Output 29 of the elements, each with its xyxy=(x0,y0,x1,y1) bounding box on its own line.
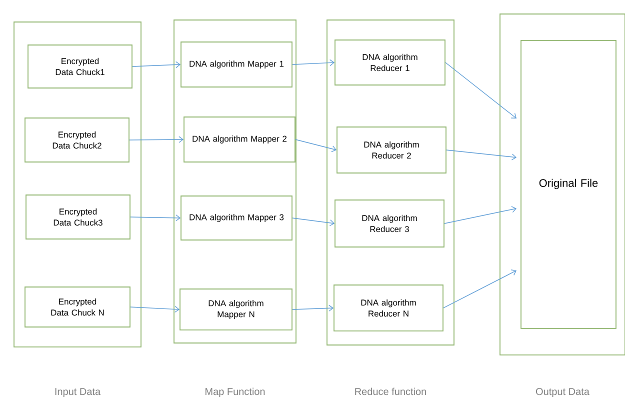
process-box: DNA algorithm Mapper 1 xyxy=(180,42,292,88)
arrow xyxy=(446,150,517,160)
process-box: DNA algorithm Reducer N xyxy=(334,284,444,332)
process-box: Encrypted Data Chuck N xyxy=(24,286,130,328)
process-box: DNA algorithm Mapper 2 xyxy=(184,116,296,162)
column-label: Output Data xyxy=(536,388,590,398)
process-box: DNA algorithm Reducer 2 xyxy=(336,126,446,174)
arrow xyxy=(130,214,181,222)
process-box: DNA algorithm Mapper 3 xyxy=(180,196,292,240)
process-box: Encrypted Data Chuck1 xyxy=(28,44,132,88)
column-label: Input Data xyxy=(55,388,101,398)
file-box: Original File xyxy=(520,40,616,329)
arrow xyxy=(292,304,334,312)
arrow xyxy=(295,139,337,152)
column-label: Map Function xyxy=(206,388,265,398)
process-box: DNA algorithm Reducer 1 xyxy=(334,40,446,86)
process-box: Encrypted Data Chuck3 xyxy=(26,194,130,240)
process-box: DNA algorithm Mapper N xyxy=(180,288,292,330)
process-box: Encrypted Data Chuck2 xyxy=(24,118,130,162)
arrow xyxy=(129,136,184,143)
arrow xyxy=(130,306,180,313)
column-label: Reduce function xyxy=(355,388,426,396)
arrow xyxy=(445,62,517,118)
arrow xyxy=(444,206,517,224)
arrow xyxy=(292,218,335,226)
arrow xyxy=(292,59,335,66)
process-box: DNA algorithm Reducer 3 xyxy=(334,200,444,248)
arrow xyxy=(443,270,517,308)
arrow xyxy=(132,61,181,68)
